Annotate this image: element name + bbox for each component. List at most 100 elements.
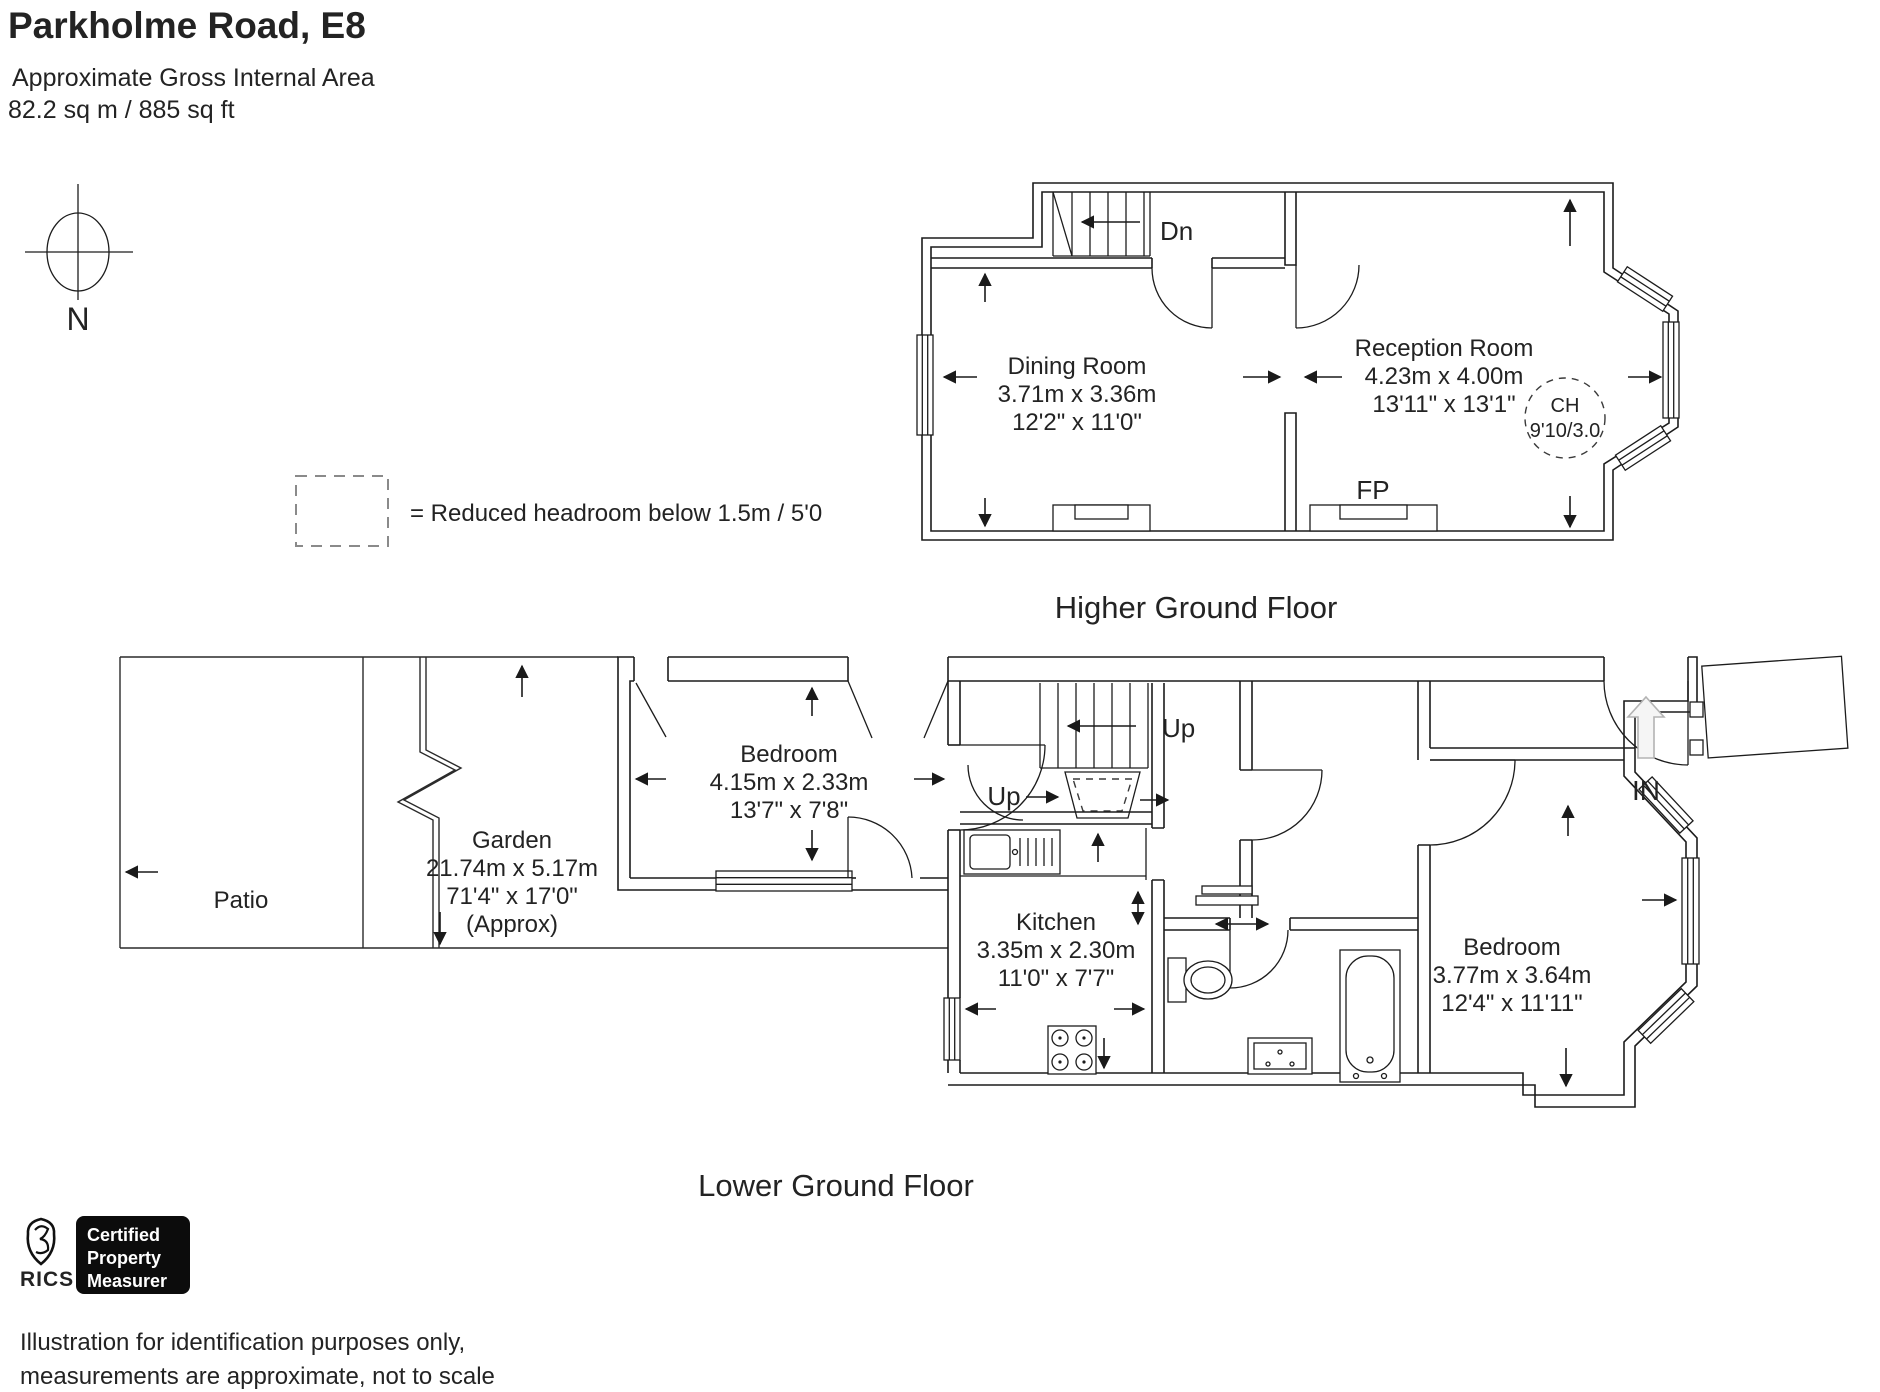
reception-room-metric: 4.23m x 4.00m xyxy=(1365,363,1524,390)
toilet xyxy=(1167,957,1233,1003)
bedroom-rear-imperial: 12'4" x 11'11" xyxy=(1441,990,1582,1017)
stairs-up xyxy=(1039,683,1149,769)
reduced-headroom-area xyxy=(1064,771,1141,819)
bedroom-front-name: Bedroom xyxy=(740,741,837,768)
bedroom-rear-dimension-arrows xyxy=(1140,793,1678,1088)
basin xyxy=(1247,1037,1313,1075)
kitchen-walls xyxy=(960,683,1165,1073)
window-bedroom-front xyxy=(715,870,853,892)
window-rear-bay-lower xyxy=(1637,987,1695,1045)
stairs-down-label: Dn xyxy=(1160,216,1193,246)
subtitle-size: 82.2 sq m / 885 sq ft xyxy=(8,96,235,124)
rics-logo-icon xyxy=(26,1217,56,1266)
kitchen-metric: 3.35m x 2.30m xyxy=(977,937,1136,964)
certified-property-measurer-badge: Certified Property Measurer xyxy=(76,1216,190,1294)
bedroom-front-label: Bedroom 4.15m x 2.33m 13'7" x 7'8" xyxy=(710,741,869,824)
reception-room-label: Reception Room 4.23m x 4.00m 13'11" x 13… xyxy=(1355,335,1534,418)
legend-text: = Reduced headroom below 1.5m / 5'0 xyxy=(410,500,822,527)
ceiling-height-badge: CH 9'10/3.0 xyxy=(1524,377,1606,459)
hgf-partitions xyxy=(931,192,1297,531)
fireplace-label: FP xyxy=(1356,475,1389,505)
outdoor-dimension-arrows xyxy=(124,664,529,946)
kitchen-imperial: 11'0" x 7'7" xyxy=(998,965,1115,992)
disclaimer-line2: measurements are approximate, not to sca… xyxy=(20,1363,495,1390)
garden-metric: 21.74m x 5.17m xyxy=(426,855,598,882)
reception-room-imperial: 13'11" x 13'1" xyxy=(1372,391,1515,418)
dining-room-metric: 3.71m x 3.36m xyxy=(998,381,1157,408)
door-arc-stair-lobby xyxy=(967,764,1024,821)
patio-label: Patio xyxy=(214,887,269,914)
garden-imperial: 71'4" x 17'0" xyxy=(446,883,578,910)
garden-label: Garden 21.74m x 5.17m 71'4" x 17'0" (App… xyxy=(426,827,598,938)
door-arc-hall-dining xyxy=(1151,267,1213,329)
dining-room-imperial: 12'2" x 11'0" xyxy=(1012,409,1142,436)
window-bay-upper xyxy=(1616,265,1674,313)
lobby-divider-wall xyxy=(1239,681,1323,918)
bedroom-rear-metric: 3.77m x 3.64m xyxy=(1433,962,1592,989)
ch-line2: 9'10/3.0 xyxy=(1530,420,1601,442)
window-bay-face xyxy=(1662,321,1680,419)
higher-ground-floor-plan: Dn FP xyxy=(916,182,1680,625)
entrance-step-1 xyxy=(1689,701,1704,718)
dining-room-name: Dining Room xyxy=(1008,353,1147,380)
fireplace-dining xyxy=(1052,504,1151,532)
hgf-dimension-arrows xyxy=(942,198,1663,529)
page-title: Parkholme Road, E8 xyxy=(8,5,366,46)
porch-step xyxy=(1701,655,1849,759)
window-dining-left xyxy=(916,334,934,436)
window-rear-bay-face xyxy=(1681,857,1700,965)
stairs-up-bottom-label: Up xyxy=(987,781,1020,811)
stairs-down xyxy=(1052,191,1151,257)
entrance-label: IN xyxy=(1632,775,1660,806)
footer: RICS Certified Property Measurer Illustr… xyxy=(20,1216,495,1390)
entrance: IN xyxy=(1603,655,1849,806)
bedroom-rear-name: Bedroom xyxy=(1463,934,1560,961)
subtitle-area: Approximate Gross Internal Area xyxy=(12,64,375,92)
badge-line2: Property xyxy=(87,1248,161,1268)
stairs-up-top-label: Up xyxy=(1162,713,1195,743)
disclaimer-line1: Illustration for identification purposes… xyxy=(20,1329,465,1356)
compass-icon: N xyxy=(25,184,133,337)
kitchen-dimension-arrows xyxy=(964,832,1146,1070)
kitchen-sink xyxy=(963,829,1061,875)
caption-lower-ground-floor: Lower Ground Floor xyxy=(698,1168,974,1203)
garden-break-line xyxy=(396,657,463,948)
garden-name: Garden xyxy=(472,827,552,854)
bedroom-rear-label: Bedroom 3.77m x 3.64m 12'4" x 11'11" xyxy=(1433,934,1592,1017)
legend: = Reduced headroom below 1.5m / 5'0 xyxy=(295,475,822,547)
window-rear-bay-upper xyxy=(1638,776,1694,834)
bedroom-rear-walls xyxy=(1417,681,1635,1073)
fireplace-reception xyxy=(1309,504,1438,532)
bedroom-front-dimension-arrows xyxy=(634,686,946,862)
kitchen-hob xyxy=(1047,1025,1097,1075)
vestibule-shelf xyxy=(1195,885,1259,906)
kitchen-name: Kitchen xyxy=(1016,909,1096,936)
bathroom-walls xyxy=(1164,917,1418,989)
badge-line1: Certified xyxy=(87,1225,160,1245)
header: Parkholme Road, E8 Approximate Gross Int… xyxy=(8,5,375,124)
french-doors-garden xyxy=(847,680,949,739)
window-kitchen-side xyxy=(943,997,961,1061)
north-label: N xyxy=(66,301,89,337)
kitchen-label: Kitchen 3.35m x 2.30m 11'0" x 7'7" xyxy=(977,909,1136,992)
bedroom-front-imperial: 13'7" x 7'8" xyxy=(730,797,848,824)
reception-room-name: Reception Room xyxy=(1355,335,1534,362)
bathtub xyxy=(1339,949,1401,1083)
lower-ground-floor-plan: Patio Garden 21.74m x 5.17m 71'4" x 17'0… xyxy=(119,655,1849,1203)
legend-swatch-reduced-headroom xyxy=(295,475,389,547)
door-arc-bedroom-front-hall xyxy=(959,744,1046,831)
window-bay-lower xyxy=(1614,424,1672,472)
garden-approx: (Approx) xyxy=(466,911,558,938)
badge-line3: Measurer xyxy=(87,1271,167,1291)
outdoor-strip: Patio Garden 21.74m x 5.17m 71'4" x 17'0… xyxy=(119,656,948,949)
entrance-arrow-icon xyxy=(1626,695,1666,759)
hgf-outer-wall xyxy=(921,182,1679,541)
bedroom-front-metric: 4.15m x 2.33m xyxy=(710,769,869,796)
rics-label: RICS xyxy=(20,1268,74,1291)
door-leaf-slanted xyxy=(635,682,667,738)
door-arc-reception xyxy=(1295,264,1360,329)
door-arc-bedroom-front-rear xyxy=(847,816,913,879)
dining-room-label: Dining Room 3.71m x 3.36m 12'2" x 11'0" xyxy=(998,353,1157,436)
